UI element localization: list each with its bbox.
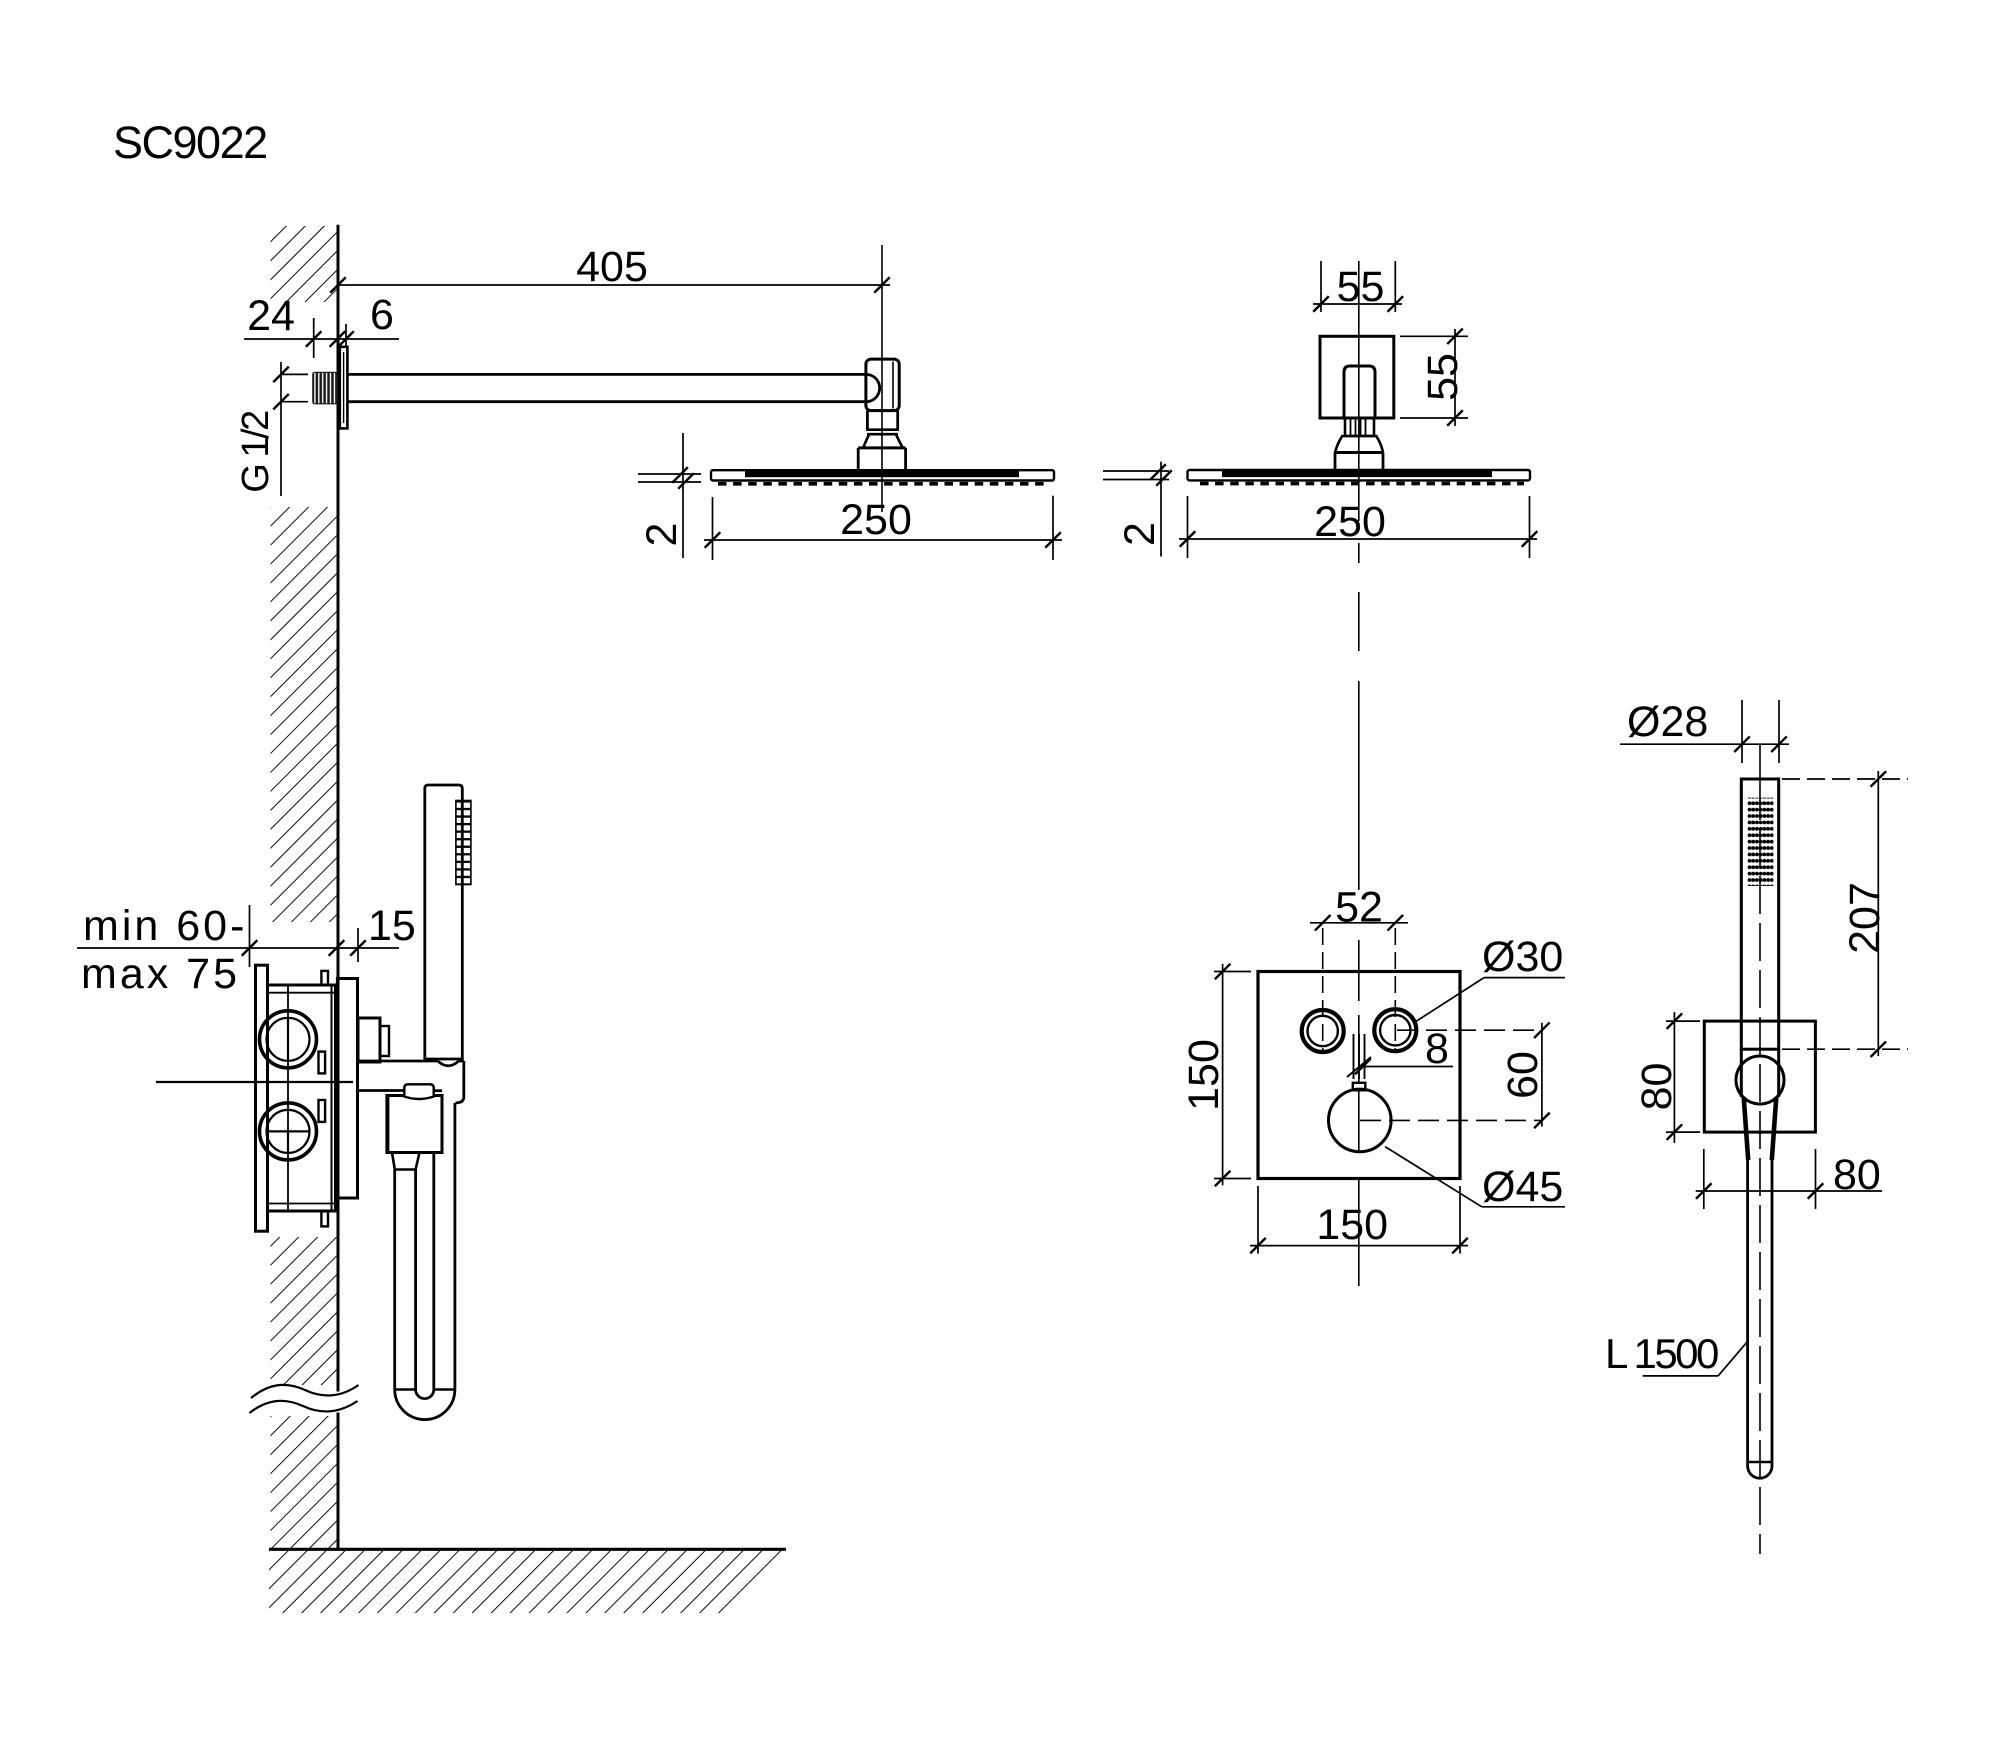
svg-text:55: 55: [1419, 353, 1467, 401]
svg-text:250: 250: [840, 496, 912, 544]
svg-text:60: 60: [1499, 1051, 1547, 1099]
svg-text:min 60-: min 60-: [83, 902, 247, 950]
svg-text:6: 6: [370, 291, 394, 339]
svg-text:405: 405: [576, 243, 648, 291]
svg-text:52: 52: [1335, 884, 1383, 932]
svg-text:80: 80: [1633, 1063, 1681, 1111]
svg-text:150: 150: [1180, 1039, 1228, 1111]
svg-text:250: 250: [1314, 498, 1386, 546]
svg-text:SC9022: SC9022: [113, 117, 267, 168]
svg-text:8: 8: [1425, 1025, 1449, 1073]
svg-text:207: 207: [1841, 882, 1889, 954]
svg-text:2: 2: [638, 523, 686, 547]
svg-text:55: 55: [1337, 263, 1385, 311]
svg-text:150: 150: [1316, 1201, 1388, 1249]
svg-text:max 75: max 75: [81, 950, 240, 998]
svg-text:L 1500: L 1500: [1605, 1330, 1718, 1377]
svg-text:2: 2: [1116, 522, 1164, 546]
svg-text:24: 24: [247, 292, 295, 340]
svg-text:G 1/2: G 1/2: [235, 411, 277, 493]
svg-text:Ø28: Ø28: [1627, 698, 1708, 746]
svg-text:15: 15: [368, 902, 416, 950]
svg-text:80: 80: [1833, 1151, 1881, 1199]
svg-text:Ø45: Ø45: [1482, 1163, 1563, 1211]
svg-text:Ø30: Ø30: [1482, 933, 1563, 981]
